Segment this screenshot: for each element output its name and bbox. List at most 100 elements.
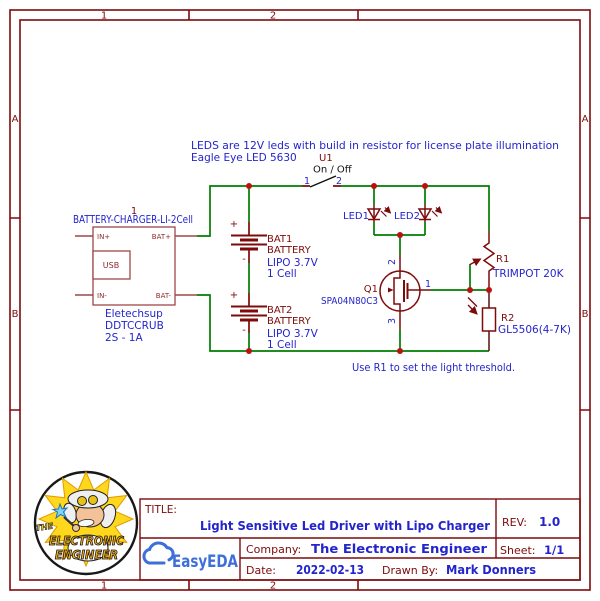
logo-hair-top: [67, 489, 109, 509]
charger-part-name: BATTERY-CHARGER-LI-2Cell: [73, 214, 193, 226]
rev-value: 1.0: [539, 515, 560, 529]
junction-dot: [371, 183, 377, 189]
bat1-cells: 1 Cell: [267, 268, 297, 280]
company-value: The Electronic Engineer: [311, 542, 487, 556]
logo-goggle-left: [77, 496, 87, 506]
q1-pin-source-number: 3: [387, 318, 398, 324]
charger-pin-in-plus: IN+: [97, 233, 110, 241]
note-leds: LEDS are 12V leds with build in resistor…: [191, 140, 559, 164]
charger-mfr-line2: DDTCCRUB: [105, 320, 164, 332]
drawn-by-value: Mark Donners: [446, 563, 536, 577]
charger-usb-box: [92, 250, 131, 280]
junction-dot: [397, 348, 403, 354]
bat1-ref: BAT1: [267, 234, 292, 245]
r1-ref: R1: [496, 254, 509, 265]
battery-charger[interactable]: 1 BATTERY-CHARGER-LI-2Cell IN+ BAT+ IN- …: [73, 206, 197, 344]
trimpot-r1[interactable]: R1 TRIMPOT 20K: [469, 231, 565, 290]
logo-hand: [72, 524, 80, 532]
frame-row-b-left: B: [12, 309, 19, 320]
switch-state: On / Off: [313, 165, 353, 176]
q1-drain-source-path: [393, 255, 401, 330]
q1-body-arrow: [388, 287, 394, 293]
frame-labels: 1 2 1 2 A B A B: [12, 11, 589, 592]
bat1-minus-sign: -: [242, 254, 246, 265]
r2-value: GL5506(4-7K): [498, 324, 571, 336]
junction-dot: [422, 183, 428, 189]
led1-triangle: [366, 208, 382, 221]
bat1-name: BATTERY: [267, 245, 312, 256]
easyeda-logo: EasyEDA: [142, 541, 239, 572]
bat1-long-plates: [231, 234, 267, 246]
wire-led-branches: [373, 186, 426, 255]
logo-mustache: [77, 518, 95, 528]
logo-coat: [67, 534, 109, 562]
charger-pin-bat-minus: BAT-: [156, 292, 172, 300]
charger-pin-bat-plus: BAT+: [152, 233, 171, 241]
frame-col-2-top: 2: [270, 11, 276, 22]
q1-part: SPA04N80C3: [321, 296, 378, 307]
date-value: 2022-02-13: [296, 563, 364, 577]
q1-pin-gate-number: 1: [425, 279, 431, 290]
r1-wiper-arrow: [469, 258, 482, 267]
r2-body[interactable]: [481, 307, 497, 332]
led-note-line2: Eagle Eye LED 5630: [191, 152, 297, 164]
led2[interactable]: LED2: [394, 205, 441, 222]
r1-value: TRIMPOT 20K: [492, 268, 565, 280]
frame-outer: [9, 9, 591, 591]
switch-blade[interactable]: [309, 175, 337, 188]
led2-triangle: [417, 208, 433, 221]
led1-ref: LED1: [343, 211, 369, 222]
title-block-dividers: [140, 499, 580, 580]
bat2-spec: LIPO 3.7V: [267, 328, 319, 340]
drawn-by-label: Drawn By:: [382, 564, 438, 577]
junction-dot: [397, 232, 403, 238]
charger-mfr-line1: Eletechsup: [105, 308, 163, 320]
easyeda-cloud-icon: [142, 541, 175, 565]
charger-pin-stubs: [75, 235, 197, 296]
r2-ref: R2: [501, 313, 514, 324]
ldr-r2[interactable]: R2 GL5506(4-7K): [467, 290, 571, 351]
wire-bottom-rail: [197, 294, 489, 352]
charger-pin-in-minus: IN-: [97, 292, 107, 300]
bat2-short-plates: [240, 309, 258, 322]
led1[interactable]: LED1: [343, 205, 390, 222]
sheet-title: Light Sensitive Led Driver with Lipo Cha…: [200, 518, 491, 533]
wire-gate-divider: [431, 264, 489, 291]
led1-emission-arrows: [380, 208, 391, 217]
led2-emission-arrows: [431, 208, 442, 217]
date-label: Date:: [246, 564, 276, 577]
title-block-border: [139, 498, 581, 581]
led-note-line1: LEDS are 12V leds with build in resistor…: [191, 140, 559, 152]
junction-dot: [246, 183, 252, 189]
frame-col-1-top: 1: [101, 11, 107, 22]
frame-row-a-right: A: [582, 114, 589, 125]
mosfet-q1[interactable]: Q1 SPA04N80C3 1 2 3: [321, 255, 431, 330]
wire-batplus-to-switch: [197, 185, 302, 237]
charger-mfr-line3: 2S - 1A: [105, 332, 143, 344]
frame-row-b-right: B: [582, 309, 589, 320]
junction-dot: [246, 348, 252, 354]
electronic-engineer-logo: THE ELECTRONIC ENGINEER: [33, 470, 139, 576]
switch-u1[interactable]: U1 On / Off 1 2: [302, 153, 353, 188]
rev-label: REV:: [502, 516, 527, 529]
r1-zigzag: [482, 231, 496, 290]
battery-bat1[interactable]: + - BAT1 BATTERY LIPO 3.7V 1 Cell: [230, 219, 319, 280]
q1-ref: Q1: [364, 284, 378, 295]
easyeda-wordmark: EasyEDA: [172, 552, 239, 572]
logo-spark-icon: [51, 502, 69, 520]
junction-dots: [246, 183, 492, 354]
bat2-long-plates: [231, 305, 267, 317]
bat1-spec: LIPO 3.7V: [267, 257, 319, 269]
frame-ticks: [10, 10, 590, 590]
logo-goggle-right: [88, 495, 98, 505]
bat1-short-plates: [240, 238, 258, 251]
bat2-name: BATTERY: [267, 316, 312, 327]
switch-pin1-number: 1: [304, 176, 310, 187]
switch-ref: U1: [319, 153, 333, 164]
battery-bat2[interactable]: + - BAT2 BATTERY LIPO 3.7V 1 Cell: [230, 290, 319, 351]
bat1-plus-sign: +: [230, 219, 238, 230]
logo-text-the: THE: [35, 522, 54, 533]
sheet-label: Sheet:: [500, 544, 536, 557]
